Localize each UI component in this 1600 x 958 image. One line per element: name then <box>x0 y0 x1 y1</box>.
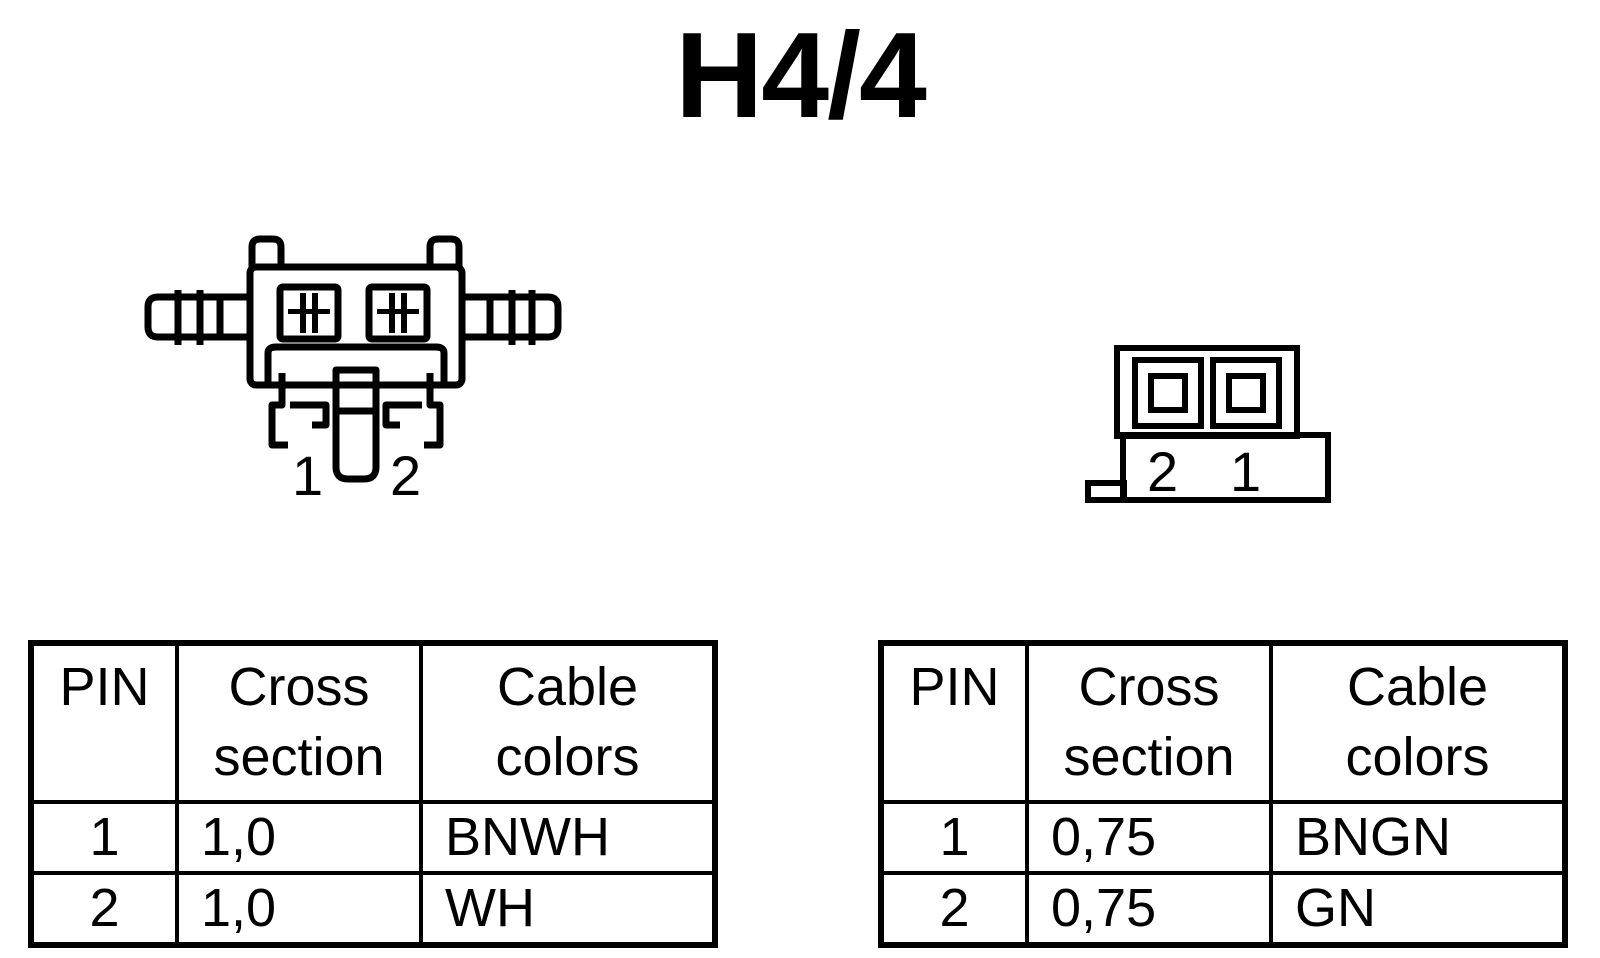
left-connector-drawing: 1 2 <box>144 235 562 507</box>
table-row: 2 1,0 WH <box>29 871 717 947</box>
cross-section-cell: 1,0 <box>175 871 423 947</box>
cable-color-cell: BNWH <box>419 800 717 875</box>
right-connector-pin-1-label: 1 <box>1230 440 1261 503</box>
cable-color-cell: BNGN <box>1269 800 1567 875</box>
pin-number-cell: 2 <box>879 871 1029 947</box>
left-connector-pin-2-label: 2 <box>390 444 421 507</box>
diagram-title: H4/4 <box>675 7 927 143</box>
table-row: 2 0,75 GN <box>879 871 1567 947</box>
pin-number-cell: 1 <box>879 800 1029 875</box>
header-pin: PIN <box>879 641 1029 804</box>
right-connector-drawing: 2 1 <box>1085 345 1331 503</box>
cross-section-cell: 0,75 <box>1025 871 1273 947</box>
cross-section-cell: 0,75 <box>1025 800 1273 875</box>
header-pin: PIN <box>29 641 179 804</box>
cable-color-cell: WH <box>419 871 717 947</box>
pin-number-cell: 2 <box>29 871 179 947</box>
right-connector-pin-2-label: 2 <box>1147 440 1178 503</box>
left-connector-pin-1-label: 1 <box>292 444 323 507</box>
table-row: 1 1,0 BNWH <box>29 800 717 875</box>
cross-section-cell: 1,0 <box>175 800 423 875</box>
cable-color-cell: GN <box>1269 871 1567 947</box>
pin-number-cell: 1 <box>29 800 179 875</box>
table-row: 1 0,75 BNGN <box>879 800 1567 875</box>
